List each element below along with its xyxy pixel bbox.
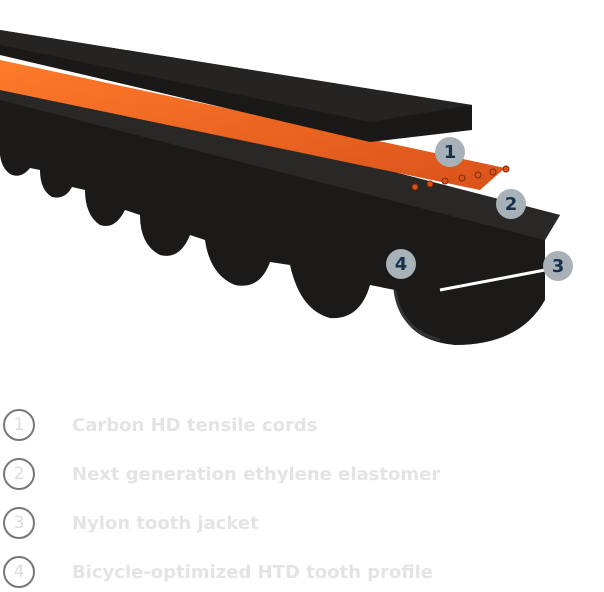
legend-item: 2 Next generation ethylene elastomer: [0, 454, 440, 494]
legend-item: 1 Carbon HD tensile cords: [0, 405, 318, 445]
legend-label: Bicycle-optimized HTD tooth profile: [72, 561, 434, 583]
top-layer: [0, 30, 472, 142]
legend-number: 1: [3, 409, 35, 441]
belt-cutaway-illustration: [0, 30, 560, 345]
legend-item: 4 Bicycle-optimized HTD tooth profile: [0, 552, 433, 592]
tensile-cords: [0, 60, 510, 191]
callout-badge-2: 2: [496, 189, 526, 219]
legend-number: 4: [3, 556, 35, 588]
callout-badge-3: 3: [543, 251, 573, 281]
legend-number: 3: [3, 507, 35, 539]
legend-number: 2: [3, 458, 35, 490]
callout-badge-4: 4: [386, 249, 416, 279]
legend-label: Carbon HD tensile cords: [72, 414, 318, 436]
legend-label: Nylon tooth jacket: [72, 512, 259, 534]
legend-label: Next generation ethylene elastomer: [72, 463, 441, 485]
legend-item: 3 Nylon tooth jacket: [0, 503, 259, 543]
callout-badge-1: 1: [435, 137, 465, 167]
